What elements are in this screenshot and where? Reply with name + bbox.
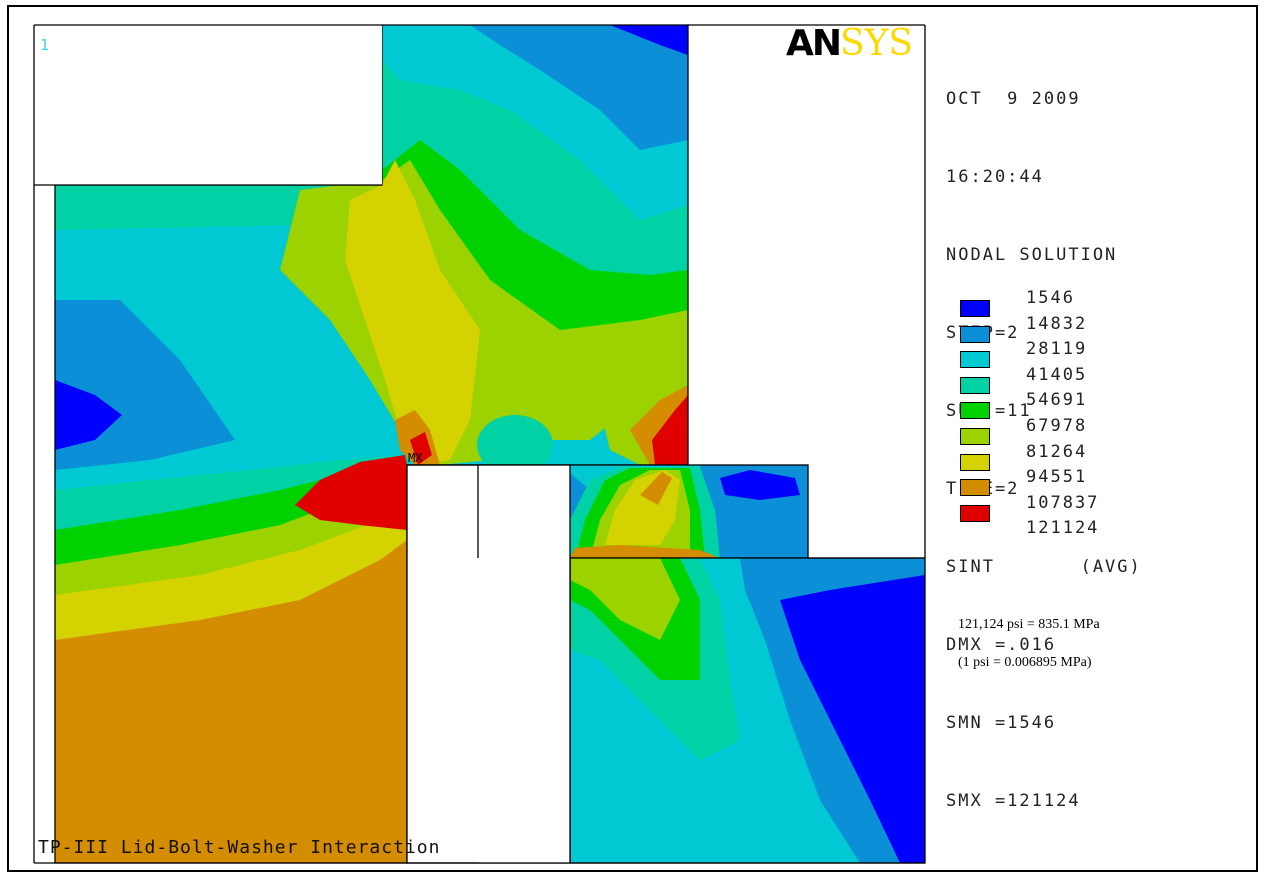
logo-part-an: AN — [786, 23, 842, 64]
conversion-note: 121,124 psi = 835.1 MPa — [958, 617, 1100, 632]
info-smn: SMN =1546 — [946, 713, 1057, 733]
info-smx: SMX =121124 — [946, 791, 1081, 811]
legend-swatch — [960, 504, 990, 522]
legend-value: 94551 — [1026, 467, 1088, 488]
logo-part-sys: SYS — [840, 23, 914, 64]
legend-value: 81264 — [1026, 441, 1088, 462]
legend-value: 54691 — [1026, 390, 1088, 411]
legend-value: 67978 — [1026, 415, 1088, 436]
info-dmx: DMX =.016 — [946, 635, 1057, 655]
legend-value: 41405 — [1026, 364, 1088, 385]
legend-swatch — [960, 300, 990, 317]
legend-swatch — [960, 402, 990, 420]
ansys-logo: ANSYS — [786, 26, 913, 62]
info-date: OCT 9 2009 — [946, 89, 1081, 109]
legend-swatch — [960, 427, 990, 445]
legend-value: 28119 — [1026, 339, 1088, 360]
plot-caption: TP-III Lid-Bolt-Washer Interaction — [38, 837, 441, 858]
legend-value: 1546 — [1026, 288, 1075, 308]
legend-swatch — [960, 479, 990, 497]
plot-frame: 1 MX ANSYS OCT 9 2009 16:20:44 NODAL SOL… — [7, 5, 1258, 872]
legend-swatch — [960, 325, 990, 343]
legend-swatch — [960, 376, 990, 394]
flange-region — [569, 557, 926, 864]
legend-value: 14832 — [1026, 313, 1088, 334]
lid-region — [54, 24, 689, 864]
contour-plot — [33, 24, 926, 864]
max-marker-label: MX — [408, 451, 423, 465]
legend-value: 107837 — [1026, 492, 1100, 513]
info-time: 16:20:44 — [946, 167, 1044, 187]
legend-value: 121124 — [1026, 518, 1100, 539]
legend-swatch — [960, 453, 990, 471]
window-number: 1 — [40, 36, 50, 54]
unit-note: (1 psi = 0.006895 MPa) — [958, 655, 1092, 670]
info-result-item: SINT (AVG) — [946, 557, 1142, 577]
info-solution-type: NODAL SOLUTION — [946, 245, 1118, 265]
legend-swatch — [960, 351, 990, 369]
